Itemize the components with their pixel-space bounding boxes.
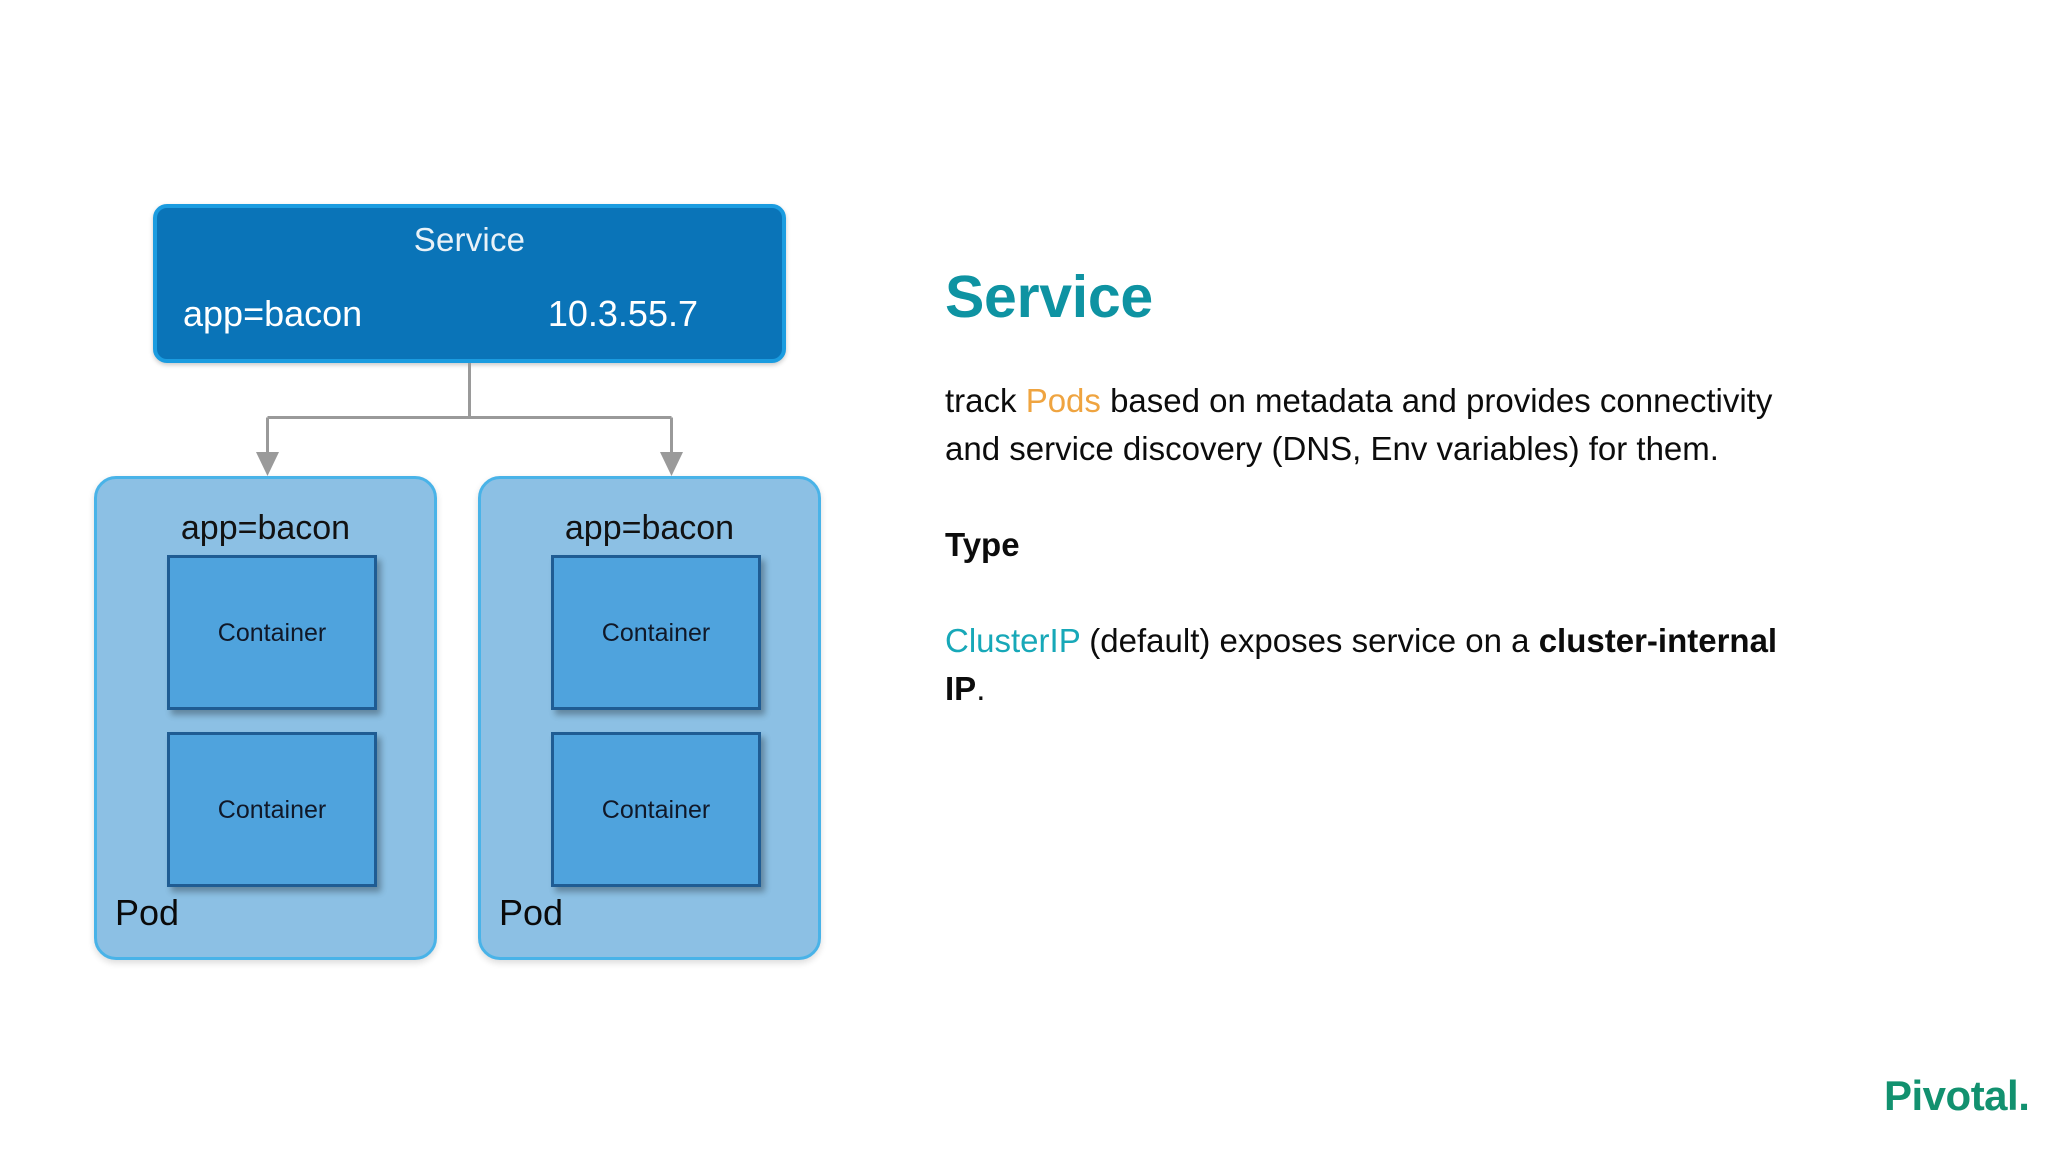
service-node-meta: app=bacon 10.3.55.7: [179, 290, 760, 338]
clusterip-end: .: [976, 670, 986, 707]
pod-node[interactable]: app=bacon Container Container Pod: [94, 476, 437, 960]
pod-label-name: Pod: [499, 892, 564, 933]
panel-title: Service: [945, 264, 1153, 330]
pod-label-selector: app=bacon: [180, 509, 351, 547]
service-node-title: Service: [413, 221, 526, 258]
pods-keyword: Pods: [1025, 382, 1101, 419]
pivotal-logo-text: Pivotal: [1884, 1072, 2019, 1119]
container-node[interactable]: Container: [167, 555, 377, 710]
cluster-internal-ip-emphasis: cluster-internal IP: [945, 622, 1778, 707]
description-prefix: track: [945, 382, 1026, 419]
pivotal-logo: Pivotal.: [1884, 1073, 2030, 1119]
type-heading: Type: [945, 526, 1020, 563]
container-node[interactable]: Container: [551, 732, 761, 887]
service-selector-label: app=bacon: [183, 293, 363, 334]
container-label: Container: [601, 618, 711, 647]
container-label: Container: [217, 618, 327, 647]
service-node[interactable]: Service app=bacon 10.3.55.7: [153, 204, 786, 363]
explanation-panel: Service track Pods based on metadata and…: [945, 265, 1845, 713]
pod-label-selector: app=bacon: [564, 509, 735, 547]
container-label: Container: [217, 795, 327, 824]
pod-node[interactable]: app=bacon Container Container Pod: [478, 476, 821, 960]
clusterip-description: ClusterIP (default) exposes service on a…: [945, 617, 1800, 713]
container-node[interactable]: Container: [167, 732, 377, 887]
pivotal-logo-dot: .: [2018, 1072, 2030, 1119]
container-node[interactable]: Container: [551, 555, 761, 710]
clusterip-middle: (default) exposes service on a: [1080, 622, 1539, 659]
panel-description: track Pods based on metadata and provide…: [945, 377, 1800, 473]
pod-label-name: Pod: [115, 892, 180, 933]
service-ip-address: 10.3.55.7: [547, 293, 698, 334]
clusterip-keyword: ClusterIP: [945, 622, 1081, 659]
kubernetes-service-diagram: Service app=bacon 10.3.55.7 app=bacon Co…: [0, 0, 900, 1030]
description-suffix: based on metadata and provides connectiv…: [945, 382, 1773, 467]
container-label: Container: [601, 795, 711, 824]
